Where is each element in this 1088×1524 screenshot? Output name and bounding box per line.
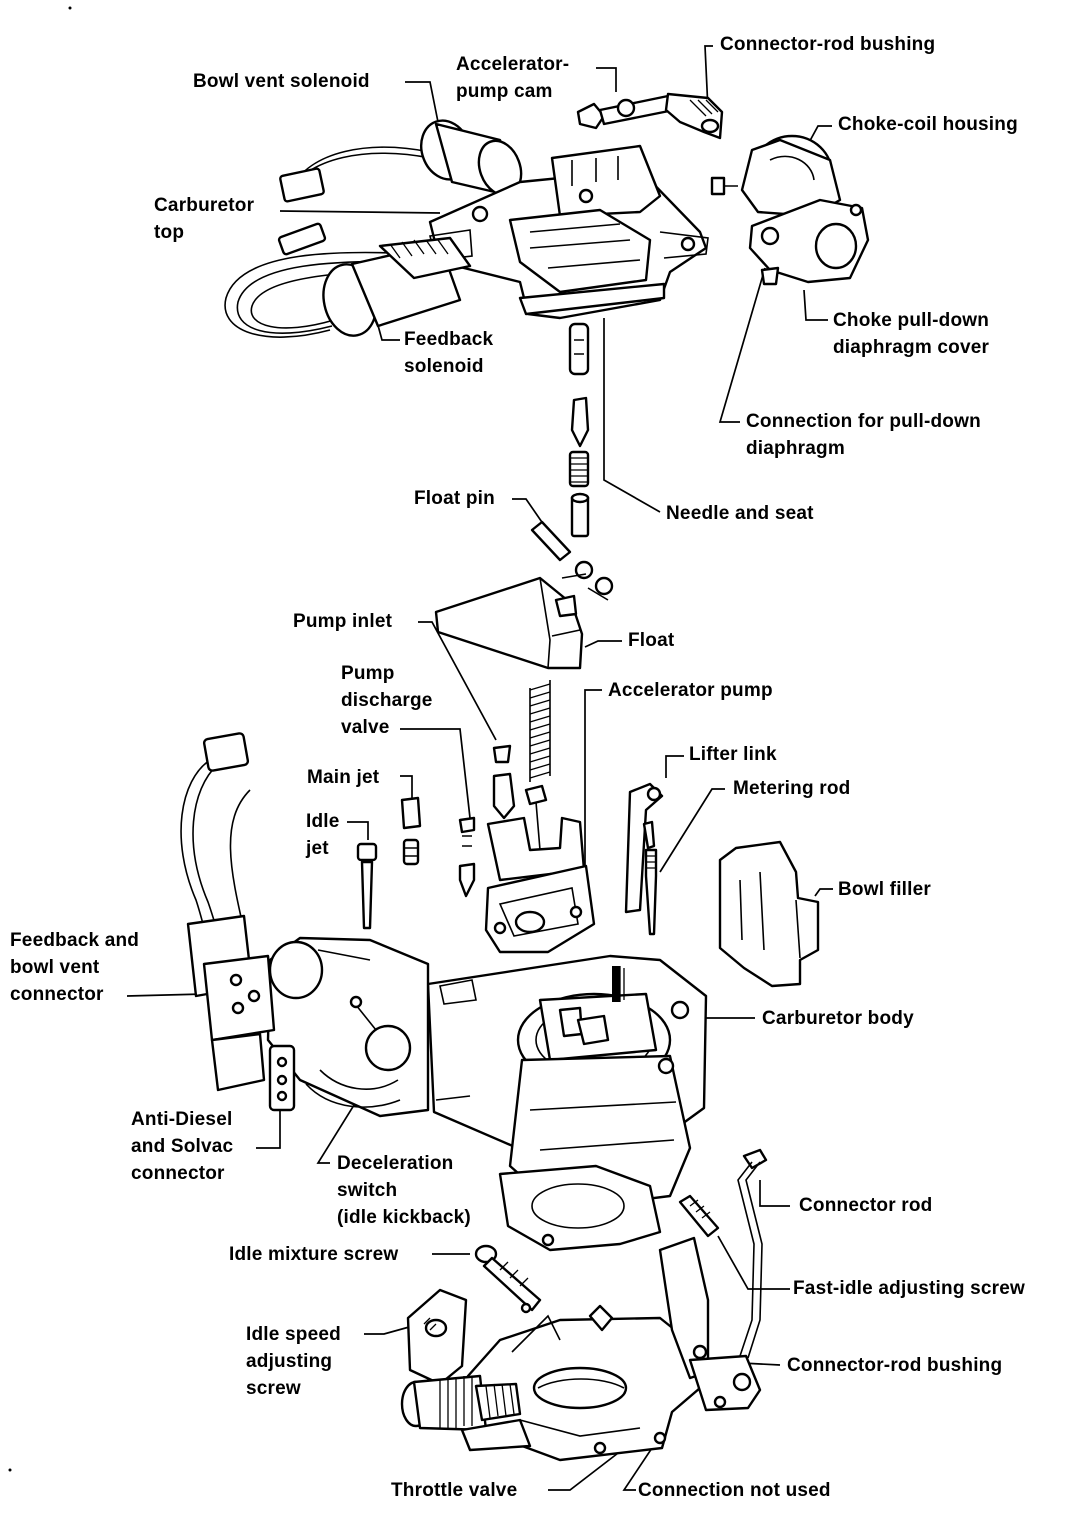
- accelerator-pump-part: [524, 680, 551, 851]
- label-line: Choke pull-down: [833, 310, 990, 331]
- label-deceleration-switch: Deceleration switch (idle kickback): [337, 1150, 471, 1231]
- label-connector-rod-bushing-bottom: Connector-rod bushing: [787, 1355, 1003, 1376]
- label-bowl-filler: Bowl filler: [838, 879, 931, 900]
- label-line: Deceleration: [337, 1153, 454, 1174]
- label-line: switch: [337, 1180, 398, 1201]
- feedback-solenoid-part: [224, 222, 472, 338]
- label-line: Idle speed: [246, 1324, 341, 1345]
- label-line: solenoid: [404, 356, 484, 377]
- label-float: Float: [628, 630, 675, 651]
- metering-rod-part: [642, 820, 658, 936]
- label-line: top: [154, 222, 185, 243]
- accelerator-pump-cam-part: [576, 94, 676, 130]
- label-line: connector: [131, 1163, 225, 1184]
- idle-speed-adjusting-screw-part: [400, 1288, 532, 1452]
- label-line: discharge: [341, 690, 433, 711]
- pump-inlet-part: [492, 744, 512, 764]
- label-feedback-solenoid: Feedback solenoid: [404, 326, 493, 380]
- label-choke-coil-housing: Choke-coil housing: [838, 114, 1018, 135]
- idle-jet-part: [356, 842, 378, 930]
- label-choke-pulldown-diaphragm-cover: Choke pull-down diaphragm cover: [833, 307, 989, 361]
- label-pump-discharge-valve: Pump discharge valve: [341, 660, 433, 741]
- pump-assembly-part: [484, 772, 596, 954]
- label-line: Anti-Diesel: [131, 1109, 233, 1130]
- label-line: diaphragm cover: [833, 337, 990, 358]
- page-mark: [8, 1468, 12, 1472]
- connector-rod-part: [737, 1148, 768, 1359]
- label-line: Carburetor: [154, 195, 255, 216]
- float-pin-part: [530, 520, 572, 562]
- label-idle-jet: Idle jet: [306, 808, 340, 862]
- connector-rod-bushing-part: [664, 92, 724, 140]
- label-float-pin: Float pin: [414, 488, 495, 509]
- throttle-body-part: [466, 1236, 762, 1462]
- label-line: jet: [306, 838, 329, 859]
- label-accelerator-pump-cam: Accelerator- pump cam: [456, 51, 569, 105]
- main-jet-part: [400, 796, 422, 866]
- label-line: pump cam: [456, 81, 553, 102]
- label-line: Feedback: [404, 329, 494, 350]
- label-line: connector: [10, 984, 104, 1005]
- label-line: Idle: [306, 811, 340, 832]
- label-main-jet: Main jet: [307, 767, 380, 788]
- carburetor-body-part: [404, 954, 708, 1252]
- label-line: diaphragm: [746, 438, 845, 459]
- label-throttle-valve: Throttle valve: [391, 1480, 518, 1501]
- carburetor-top-part: [428, 144, 709, 320]
- label-idle-speed-adjusting-screw: Idle speed adjusting screw: [246, 1321, 341, 1402]
- label-line: Connection for pull-down: [746, 411, 981, 432]
- needle-and-seat-part: [568, 322, 590, 538]
- bowl-filler-part: [718, 840, 820, 988]
- label-connector-rod: Connector rod: [799, 1195, 933, 1216]
- label-connection-for-pulldown-diaphragm: Connection for pull-down diaphragm: [746, 408, 981, 462]
- label-needle-and-seat: Needle and seat: [666, 503, 814, 524]
- label-connector-rod-bushing-top: Connector-rod bushing: [720, 34, 936, 55]
- label-line: Pump: [341, 663, 395, 684]
- label-carburetor-body: Carburetor body: [762, 1008, 914, 1029]
- label-anti-diesel-and-solvac-connector: Anti-Diesel and Solvac connector: [131, 1106, 233, 1187]
- label-feedback-and-bowl-vent-connector: Feedback and bowl vent connector: [10, 927, 139, 1008]
- label-line: Accelerator-: [456, 54, 570, 75]
- float-part: [434, 560, 614, 670]
- label-line: (idle kickback): [337, 1207, 471, 1228]
- label-pump-inlet: Pump inlet: [293, 611, 393, 632]
- idle-mixture-screw-part: [474, 1244, 542, 1314]
- choke-coil-housing-part: [710, 134, 842, 218]
- fast-idle-adjusting-screw-part: [678, 1194, 720, 1238]
- label-lifter-link: Lifter link: [689, 744, 777, 765]
- anti-diesel-connector-part: [268, 1044, 296, 1112]
- deceleration-switch-part: [349, 995, 412, 1072]
- label-line: screw: [246, 1378, 301, 1399]
- choke-pulldown-diaphragm-cover-part: [748, 198, 870, 286]
- bowl-vent-solenoid-part: [279, 119, 523, 203]
- label-line: adjusting: [246, 1351, 333, 1372]
- label-accelerator-pump: Accelerator pump: [608, 680, 773, 701]
- label-line: bowl vent: [10, 957, 100, 978]
- label-metering-rod: Metering rod: [733, 778, 851, 799]
- label-line: and Solvac: [131, 1136, 234, 1157]
- label-idle-mixture-screw: Idle mixture screw: [229, 1244, 399, 1265]
- pump-discharge-valve-part: [458, 816, 476, 898]
- label-line: valve: [341, 717, 390, 738]
- label-line: Feedback and: [10, 930, 140, 951]
- feedback-bowl-vent-connector-part: [180, 732, 276, 1092]
- label-fast-idle-adjusting-screw: Fast-idle adjusting screw: [793, 1278, 1025, 1299]
- label-bowl-vent-solenoid: Bowl vent solenoid: [193, 71, 370, 92]
- side-solenoid-assembly-part: [266, 936, 430, 1118]
- lifter-link-part: [624, 782, 664, 914]
- page-mark: [68, 6, 72, 10]
- label-carburetor-top: Carburetor top: [154, 192, 254, 246]
- label-connection-not-used: Connection not used: [638, 1480, 831, 1501]
